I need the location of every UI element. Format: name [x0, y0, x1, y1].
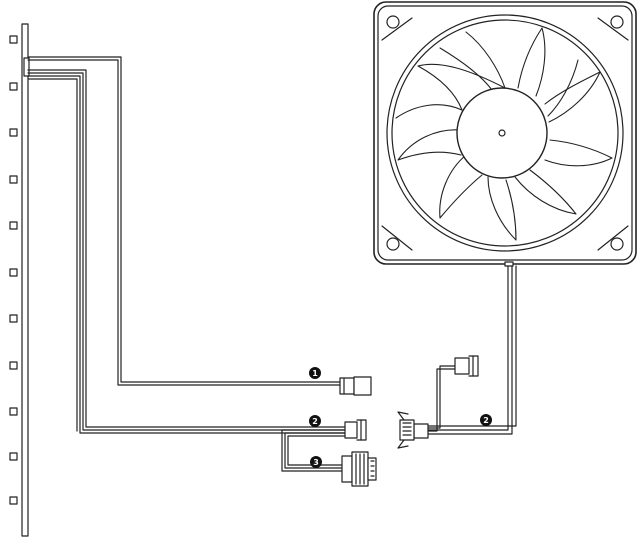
fan-cable [427, 265, 517, 435]
connector-1-icon [339, 376, 372, 396]
callout-marker-1: 1 [309, 367, 321, 379]
led-strip-leds [9, 35, 18, 505]
fan-connector-icon [397, 411, 429, 449]
cable-to-connector-2 [27, 69, 346, 434]
callout-label-3: 3 [313, 458, 319, 467]
callout-label-1: 1 [312, 369, 318, 378]
callout-marker-3: 3 [310, 456, 322, 468]
led-strip-icon [9, 23, 30, 537]
cooling-fan-icon [373, 1, 637, 267]
fan-header-connector-icon [454, 355, 479, 377]
fan-blades [395, 27, 613, 241]
callout-marker-2b: 2 [480, 414, 492, 426]
fan-branch-cable [427, 365, 456, 432]
cable-to-connector-1 [27, 56, 341, 386]
callout-label-2b: 2 [483, 416, 489, 425]
callout-marker-2a: 2 [309, 415, 321, 427]
connector-2-icon [344, 419, 367, 441]
sata-power-connector-icon [341, 451, 377, 487]
callout-label-2a: 2 [312, 417, 318, 426]
